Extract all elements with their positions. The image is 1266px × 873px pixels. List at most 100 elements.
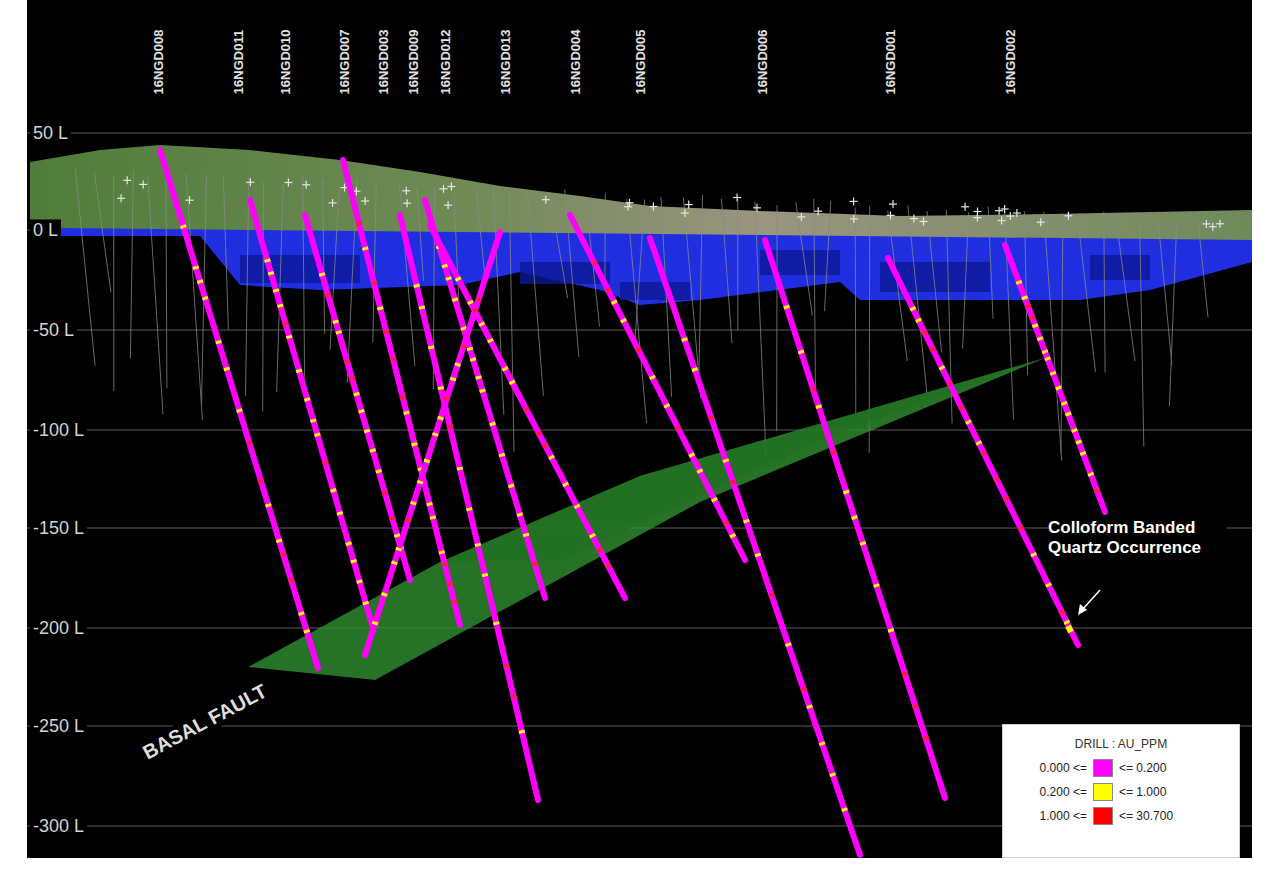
- legend-swatch: [1093, 783, 1113, 801]
- assay-interval: [441, 563, 448, 566]
- assay-interval: [1064, 402, 1065, 405]
- assay-interval: [1068, 413, 1069, 416]
- collar-cross: [451, 183, 452, 191]
- assay-interval: [726, 522, 727, 525]
- assay-interval: [356, 580, 363, 583]
- collar-cross: [684, 209, 685, 217]
- assay-interval: [733, 481, 734, 484]
- assay-interval: [505, 368, 506, 371]
- assay-interval: [798, 351, 805, 354]
- collar-cross: [890, 211, 891, 219]
- collar-cross: [688, 201, 689, 209]
- assay-interval: [666, 405, 667, 408]
- elevation-label: 50 L: [30, 123, 71, 144]
- assay-interval: [475, 376, 482, 379]
- level-line: [27, 430, 1252, 431]
- assay-interval: [411, 443, 418, 446]
- assay-interval: [516, 513, 523, 516]
- assay-interval: [223, 367, 230, 370]
- assay-interval: [1032, 316, 1033, 319]
- assay-interval: [332, 320, 339, 323]
- assay-interval: [394, 534, 401, 537]
- assay-interval: [1083, 452, 1084, 455]
- assay-interval: [961, 406, 962, 409]
- historic-hole: [855, 207, 857, 417]
- drillhole-trace: [425, 200, 545, 598]
- assay-interval: [417, 481, 424, 484]
- assay-interval: [565, 483, 566, 486]
- assay-interval: [1033, 553, 1034, 556]
- assay-interval: [607, 564, 608, 567]
- historic-hole: [528, 191, 544, 395]
- collar-cross: [288, 179, 289, 187]
- assay-interval: [353, 393, 360, 396]
- assay-interval: [265, 504, 272, 507]
- collar-cross: [1016, 209, 1017, 217]
- historic-hole: [737, 199, 738, 331]
- historic-hole: [262, 182, 264, 411]
- legend-range-start: 0.200 <=: [1040, 785, 1087, 799]
- leader-arrow: [1082, 590, 1100, 610]
- historic-hole: [94, 173, 111, 292]
- collar-cross: [545, 196, 546, 204]
- elevation-label: -200 L: [30, 618, 87, 639]
- assay-interval: [286, 336, 293, 339]
- historic-hole: [1104, 212, 1105, 373]
- assay-interval: [273, 289, 280, 292]
- assay-interval: [310, 419, 317, 422]
- elevation-label: -300 L: [30, 816, 87, 837]
- assay-interval: [383, 331, 390, 334]
- historic-hole: [988, 207, 993, 319]
- assay-interval: [489, 423, 496, 426]
- assay-interval: [447, 426, 454, 429]
- collar-cross: [120, 194, 121, 202]
- assay-interval: [479, 389, 486, 392]
- historic-hole: [776, 205, 777, 431]
- terrain-surface: [30, 145, 1252, 242]
- historic-hole: [1140, 223, 1144, 446]
- assay-interval: [394, 561, 395, 564]
- assay-interval: [443, 397, 450, 400]
- assay-interval: [280, 553, 287, 556]
- collar-cross: [977, 208, 978, 216]
- assay-interval: [369, 449, 376, 452]
- assay-interval: [1053, 372, 1054, 375]
- assay-interval: [523, 534, 530, 537]
- drillhole-name: 16NGD012: [438, 29, 453, 94]
- assay-interval: [362, 247, 369, 250]
- assay-interval: [438, 387, 445, 390]
- level-line: [27, 133, 1252, 134]
- assay-interval: [452, 298, 459, 301]
- collar-cross: [923, 218, 924, 226]
- assay-interval: [215, 341, 222, 344]
- drillhole-name: 16NGD005: [633, 29, 648, 94]
- assay-interval: [470, 301, 471, 304]
- assay-interval: [375, 470, 382, 473]
- historic-hole: [635, 200, 645, 342]
- drillhole-trace: [888, 258, 1078, 645]
- assay-interval: [846, 491, 847, 494]
- assay-interval: [467, 348, 474, 351]
- assay-interval: [888, 629, 895, 632]
- collar-cross: [627, 203, 628, 211]
- assay-interval: [389, 517, 396, 520]
- assay-interval: [1027, 305, 1028, 308]
- collar-cross: [892, 200, 893, 208]
- assay-interval: [413, 284, 420, 287]
- assay-interval: [614, 301, 615, 304]
- assay-interval: [607, 289, 608, 292]
- assay-interval: [545, 444, 546, 447]
- assay-interval: [912, 307, 913, 310]
- historic-hole: [303, 176, 305, 384]
- assay-interval: [432, 433, 439, 436]
- historic-hole: [476, 189, 485, 281]
- assay-interval: [725, 459, 726, 462]
- assay-interval: [1048, 584, 1049, 587]
- assay-interval: [1044, 350, 1045, 353]
- assay-interval: [538, 432, 539, 435]
- assay-interval: [381, 593, 388, 596]
- assay-interval: [454, 363, 461, 366]
- assay-interval: [268, 272, 275, 275]
- section-ground: [27, 0, 1252, 858]
